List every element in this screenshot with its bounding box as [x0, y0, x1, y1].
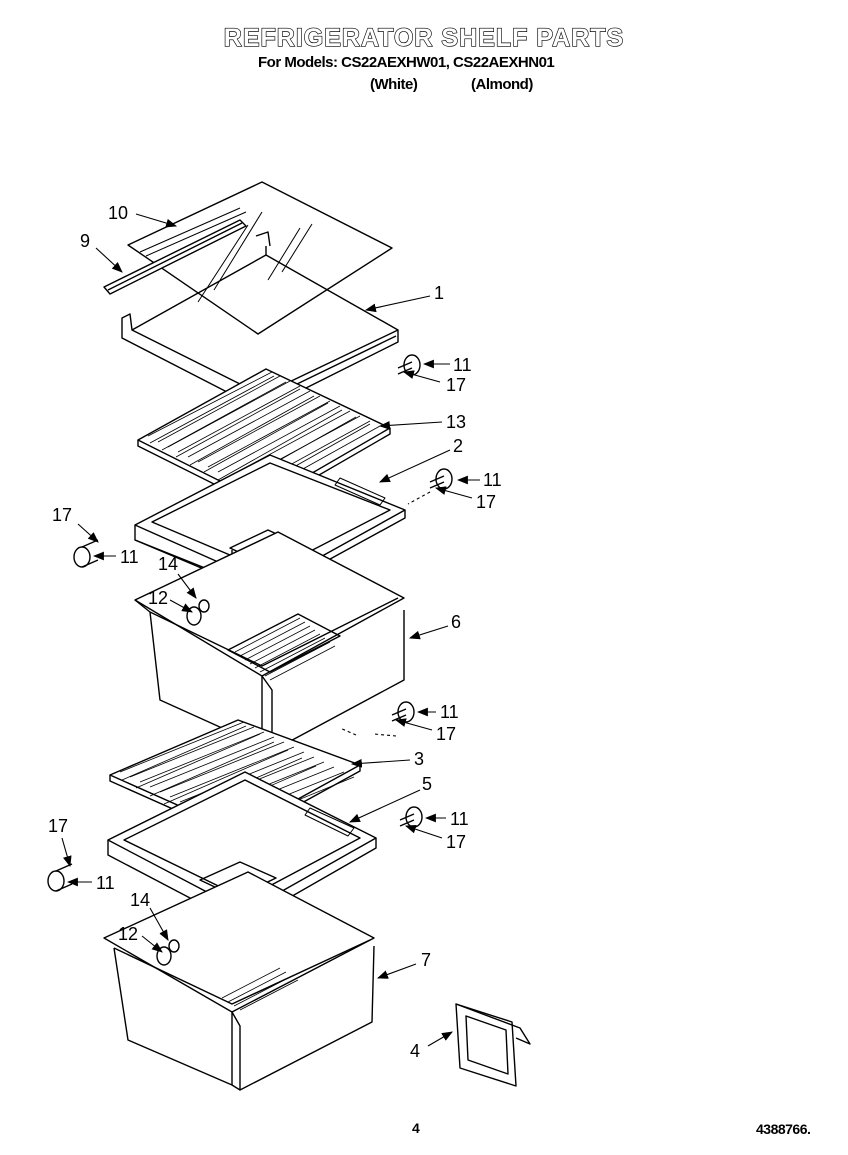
callout-5: 5: [422, 774, 432, 794]
callout-9: 9: [80, 231, 90, 251]
callout-17-b: 17: [476, 492, 496, 512]
callout-17-c: 17: [52, 505, 72, 525]
callout-17-f: 17: [48, 816, 68, 836]
callout-17-d: 17: [436, 724, 456, 744]
callout-numbers: 10 9 1 11 17 13 2 11 17 17 11 14 12 6 11…: [48, 203, 502, 1061]
callout-12-a: 12: [148, 588, 168, 608]
page-number: 4: [412, 1120, 420, 1136]
callout-17-e: 17: [446, 832, 466, 852]
crisper-drawer-lower: [103, 871, 375, 1091]
callout-13: 13: [446, 412, 466, 432]
callout-17-a: 17: [446, 375, 466, 395]
shelf-trim-strip: [103, 219, 247, 295]
callout-14-a: 14: [158, 554, 178, 574]
models-subtitle: For Models: CS22AEXHW01, CS22AEXHN01: [258, 54, 555, 71]
callout-11-c: 11: [120, 547, 139, 567]
callout-10: 10: [108, 203, 128, 223]
leader-lines: [61, 213, 480, 1047]
callout-3: 3: [414, 749, 424, 769]
callout-11-a: 11: [453, 355, 472, 375]
callout-12-b: 12: [118, 924, 138, 944]
page-title: REFRIGERATOR SHELF PARTS: [223, 23, 625, 52]
variant-white-label: (White): [370, 76, 418, 93]
callout-1: 1: [434, 283, 444, 303]
document-number: 4388766.: [756, 1121, 811, 1137]
callout-14-b: 14: [130, 890, 150, 910]
callout-11-b: 11: [483, 470, 502, 490]
callout-7: 7: [421, 950, 431, 970]
callout-2: 2: [453, 436, 463, 456]
callout-11-e: 11: [450, 809, 469, 829]
variant-almond-label: (Almond): [471, 76, 533, 93]
callout-11-d: 11: [440, 702, 459, 722]
callout-6: 6: [451, 612, 461, 632]
callout-11-f: 11: [96, 873, 115, 893]
callout-4: 4: [410, 1041, 420, 1061]
control-badge: [455, 1003, 531, 1087]
